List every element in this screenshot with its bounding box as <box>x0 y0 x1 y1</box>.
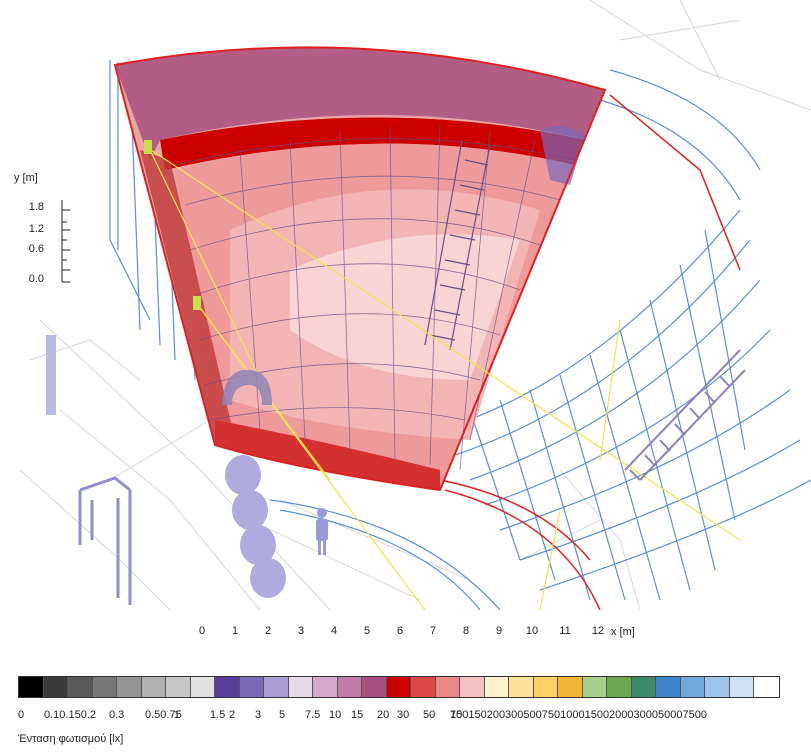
x-tick-label: 8 <box>462 625 470 637</box>
legend-value-label: 50 <box>423 709 436 721</box>
x-tick-label: 4 <box>330 625 338 637</box>
legend-swatch <box>558 677 583 697</box>
legend-swatch <box>729 677 754 697</box>
legend-swatch <box>509 677 534 697</box>
legend-title: Ένταση φωτισμού [lx] <box>18 733 124 745</box>
legend-swatch <box>117 677 142 697</box>
x-tick-label: 5 <box>363 625 371 637</box>
legend-swatch <box>386 677 411 697</box>
legend-swatch <box>215 677 240 697</box>
legend-swatch <box>631 677 656 697</box>
legend-value-label: 1001502003005007501000150020003000500075… <box>450 709 707 721</box>
wall-panel <box>46 335 56 415</box>
x-tick-label: 9 <box>495 625 503 637</box>
legend-swatch <box>92 677 117 697</box>
legend-value-label: 15 <box>351 709 364 721</box>
y-tick-label: 0.6 <box>28 243 44 255</box>
legend-swatch <box>656 677 681 697</box>
legend-swatch <box>43 677 68 697</box>
x-axis-label: x [m] <box>611 626 635 638</box>
entrance-arch <box>222 369 272 405</box>
x-tick-label: 7 <box>429 625 437 637</box>
aisle-stair <box>424 139 491 351</box>
y-tick-label: 0.0 <box>28 273 44 285</box>
light-rays <box>147 147 741 610</box>
illuminance-surface <box>113 46 607 492</box>
legend-value-label: 1 <box>174 709 181 721</box>
legend-value-label: 0.3 <box>109 709 125 721</box>
legend-swatch <box>68 677 93 697</box>
portal-outline <box>439 94 741 610</box>
legend-swatch <box>460 677 485 697</box>
legend-value-label: 1.5 <box>210 709 226 721</box>
right-railing <box>624 349 746 481</box>
legend-swatch <box>582 677 607 697</box>
x-tick-label: 12 <box>591 625 605 637</box>
legend-value-label: 7.5 <box>305 709 321 721</box>
x-tick-label: 11 <box>559 625 571 637</box>
fan-grid <box>174 124 576 471</box>
legend-swatch <box>166 677 191 697</box>
legend-swatch <box>484 677 509 697</box>
legend-swatch <box>313 677 338 697</box>
legend-value-label: 2 <box>229 709 236 721</box>
standing-person <box>316 508 328 555</box>
y-tick-label: 1.2 <box>28 223 44 235</box>
legend-swatch <box>337 677 362 697</box>
legend-swatch <box>411 677 436 697</box>
door-frame <box>78 476 132 605</box>
legend-swatch <box>141 677 166 697</box>
y-axis <box>61 200 70 283</box>
legend-value-label: 20 <box>377 709 390 721</box>
legend-swatch <box>190 677 215 697</box>
legend-swatch <box>264 677 289 697</box>
x-tick-label: 3 <box>297 625 305 637</box>
legend-value-label: 3 <box>255 709 262 721</box>
legend-value-label: 30 <box>397 709 410 721</box>
legend-swatch <box>607 677 632 697</box>
x-tick-label: 10 <box>525 625 539 637</box>
legend-value-label: 10 <box>329 709 342 721</box>
legend-swatch <box>19 677 44 697</box>
legend-swatch <box>680 677 705 697</box>
light-source-markers <box>144 140 201 310</box>
illuminance-render <box>19 0 811 610</box>
legend-value-label: 5 <box>279 709 286 721</box>
legend-swatch <box>239 677 264 697</box>
legend-value-label: 0 <box>18 709 25 721</box>
legend-swatch <box>533 677 558 697</box>
y-axis-label: y [m] <box>14 172 38 184</box>
legend-swatch <box>362 677 387 697</box>
illuminance-legend <box>18 676 780 698</box>
x-tick-label: 1 <box>231 625 239 637</box>
legend-value-label: 75 <box>450 709 463 721</box>
legend-swatch <box>754 677 779 697</box>
legend-value-label: 0.10.150.2 <box>44 709 96 721</box>
legend-swatch <box>435 677 460 697</box>
x-tick-label: 6 <box>396 625 404 637</box>
seated-figures <box>225 455 286 598</box>
x-tick-label: 2 <box>264 625 272 637</box>
legend-value-label: 0.50.75 <box>145 709 182 721</box>
legend-swatch <box>705 677 730 697</box>
y-tick-label: 1.8 <box>28 201 44 213</box>
x-tick-label: 0 <box>198 625 206 637</box>
legend-swatch <box>288 677 313 697</box>
